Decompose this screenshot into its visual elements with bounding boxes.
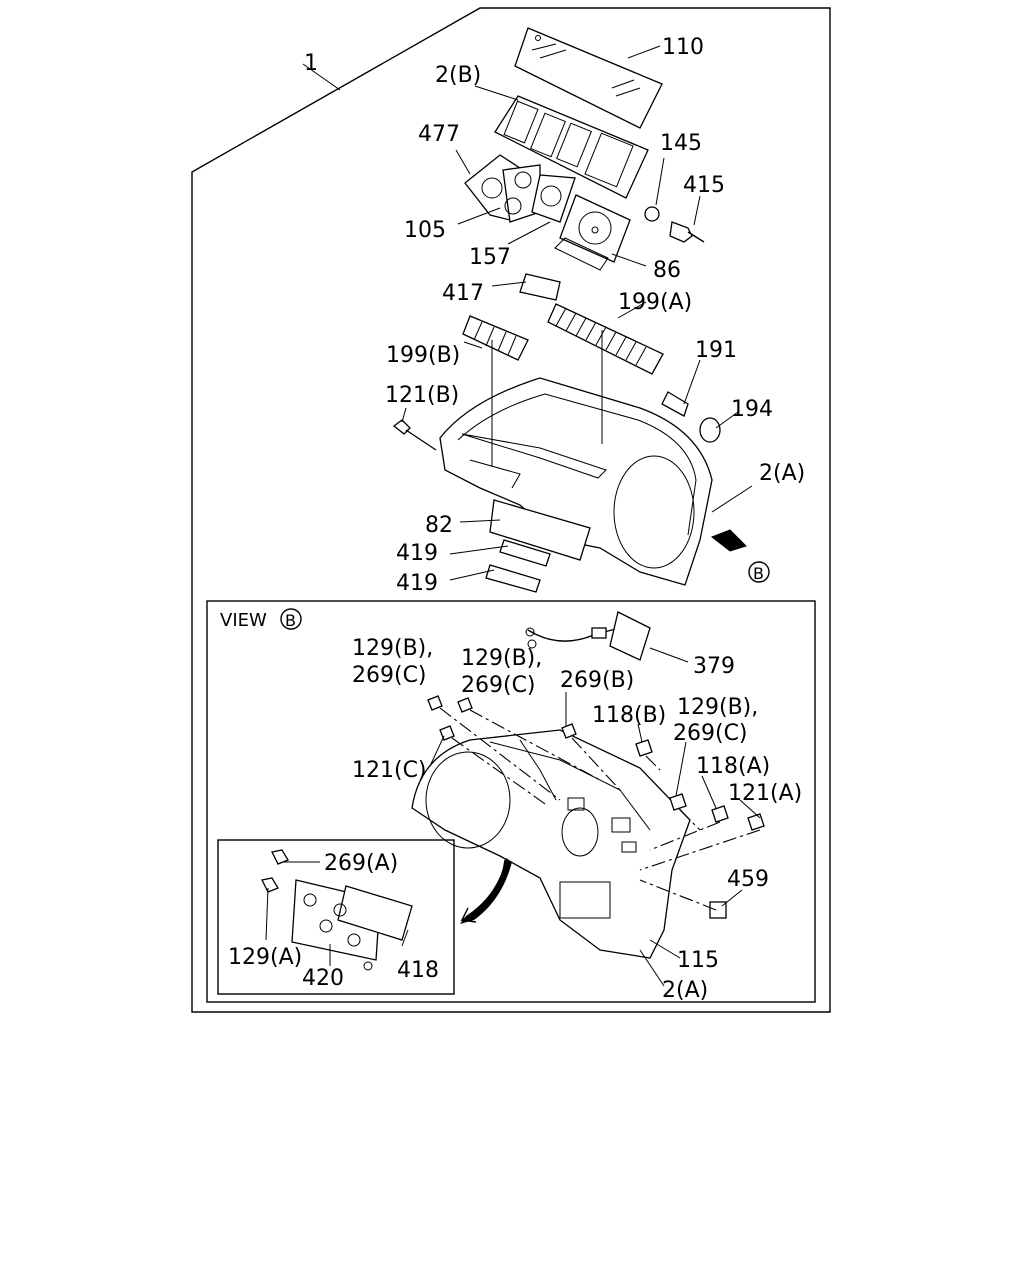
callout-129b-2: 129(B), bbox=[461, 646, 542, 671]
outer-frame bbox=[191, 7, 831, 1013]
callout-269b: 269(B) bbox=[560, 668, 634, 693]
callout-269c-3: 269(C) bbox=[673, 721, 748, 746]
callout-477: 477 bbox=[418, 122, 460, 147]
view-arrow-marker: B bbox=[753, 564, 764, 583]
alignment-lines bbox=[439, 707, 761, 911]
bulb-socket bbox=[661, 391, 721, 443]
view-label-circle bbox=[280, 608, 302, 630]
callout-459: 459 bbox=[727, 867, 769, 892]
callout-379: 379 bbox=[693, 654, 735, 679]
bracket-419-b bbox=[485, 564, 541, 593]
indicator-block-b bbox=[462, 315, 529, 361]
callout-157: 157 bbox=[469, 245, 511, 270]
callout-129a: 129(A) bbox=[228, 945, 302, 970]
gauge-faces-small bbox=[464, 154, 576, 223]
callout-194: 194 bbox=[731, 397, 773, 422]
view-b-circle bbox=[748, 561, 770, 583]
callout-269c-1: 269(C) bbox=[352, 663, 427, 688]
callout-2b: 2(B) bbox=[435, 63, 481, 88]
subview-arrow-fill bbox=[460, 858, 512, 924]
callout-418: 418 bbox=[397, 958, 439, 983]
callout-118b: 118(B) bbox=[592, 703, 666, 728]
callout-145: 145 bbox=[660, 131, 702, 156]
callout-118a: 118(A) bbox=[696, 754, 770, 779]
subview-frame bbox=[217, 839, 455, 995]
callout-417: 417 bbox=[442, 281, 484, 306]
callout-419-a: 419 bbox=[396, 541, 438, 566]
callout-86: 86 bbox=[653, 258, 681, 283]
view-label: VIEW bbox=[220, 610, 267, 631]
callout-1: 1 bbox=[304, 51, 318, 76]
callout-199a: 199(A) bbox=[618, 290, 692, 315]
callout-121c: 121(C) bbox=[352, 758, 427, 783]
wire-harness bbox=[525, 611, 651, 661]
connector-417 bbox=[519, 273, 561, 301]
callout-415: 415 bbox=[683, 173, 725, 198]
callout-110: 110 bbox=[662, 35, 704, 60]
indicator-block-a bbox=[547, 303, 664, 375]
cluster-mask bbox=[494, 95, 649, 199]
callout-269a: 269(A) bbox=[324, 851, 398, 876]
bracket-419-a bbox=[499, 539, 551, 567]
callout-115: 115 bbox=[677, 948, 719, 973]
callout-191: 191 bbox=[695, 338, 737, 363]
lower-panel-82 bbox=[489, 499, 591, 561]
callout-420: 420 bbox=[302, 966, 344, 991]
callout-199b: 199(B) bbox=[386, 343, 460, 368]
subview-plates bbox=[261, 849, 413, 971]
callout-121a: 121(A) bbox=[728, 781, 802, 806]
lens-glass bbox=[514, 27, 663, 129]
view-label-marker: B bbox=[285, 611, 296, 630]
leader-lines-upper bbox=[302, 45, 753, 581]
callout-129b-3: 129(B), bbox=[677, 695, 758, 720]
callout-121b: 121(B) bbox=[385, 383, 459, 408]
callout-419-b: 419 bbox=[396, 571, 438, 596]
leader-lines-view-b bbox=[265, 647, 761, 987]
callout-2a-upper: 2(A) bbox=[759, 461, 805, 486]
view-arrow bbox=[710, 529, 747, 552]
callout-105: 105 bbox=[404, 218, 446, 243]
callout-129b-1: 129(B), bbox=[352, 636, 433, 661]
view-b-screws bbox=[427, 695, 765, 919]
rear-housing bbox=[411, 729, 691, 959]
view-b-frame bbox=[206, 600, 816, 1003]
speedometer-face bbox=[554, 194, 631, 271]
callout-2a-lower: 2(A) bbox=[662, 978, 708, 1003]
callout-269c-2: 269(C) bbox=[461, 673, 536, 698]
nut-and-bulb bbox=[644, 206, 705, 243]
callout-82: 82 bbox=[425, 513, 453, 538]
cluster-housing bbox=[439, 377, 713, 586]
screw-121b bbox=[392, 419, 437, 451]
